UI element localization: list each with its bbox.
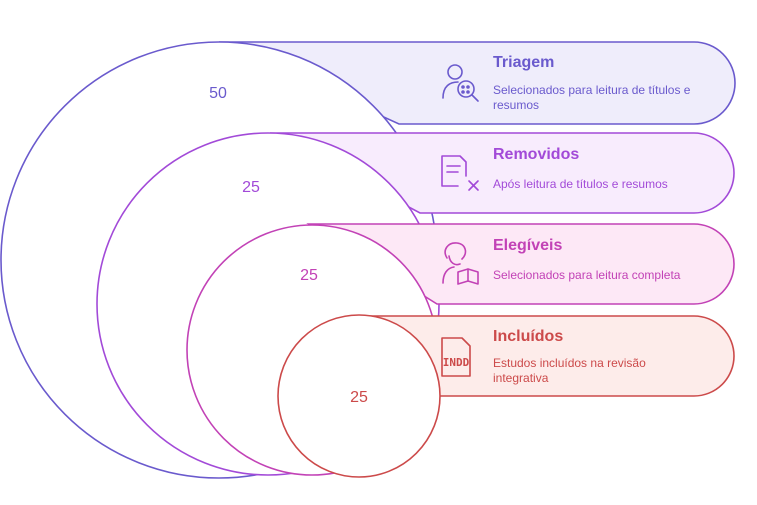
indd-file-icon-label: INDD [443, 356, 470, 369]
person-reading-icon [442, 242, 479, 285]
stage-incluidos-desc-line-1: Estudos incluídos na revisão [493, 356, 646, 370]
stage-triagem-count: 50 [209, 85, 227, 102]
stage-incluidos-count: 25 [350, 389, 368, 406]
stage-triagem-title: Triagem [493, 54, 554, 71]
stage-removidos-title: Removidos [493, 146, 579, 163]
stage-triagem-band [218, 41, 736, 125]
document-remove-icon [441, 155, 479, 191]
person-search-icon [442, 64, 479, 102]
stage-triagem-desc-line-1: Selecionados para leitura de títulos e [493, 83, 691, 97]
stage-triagem-desc-line-2: resumos [493, 98, 539, 112]
stage-incluidos: 25 INDD Incluídos Estudos incluídos na r… [277, 314, 735, 478]
stage-incluidos-title: Incluídos [493, 328, 563, 345]
stage-elegiveis-desc-line-1: Selecionados para leitura completa [493, 268, 681, 282]
stage-incluidos-desc-line-2: integrativa [493, 371, 549, 385]
stage-elegiveis-title: Elegíveis [493, 237, 562, 254]
stage-removidos-count: 25 [242, 179, 260, 196]
indd-file-icon: INDD [441, 337, 471, 377]
stage-removidos-desc-line-1: Após leitura de títulos e resumos [493, 177, 668, 191]
stage-elegiveis-count: 25 [300, 267, 318, 284]
stage-incluidos-circle [277, 314, 441, 478]
